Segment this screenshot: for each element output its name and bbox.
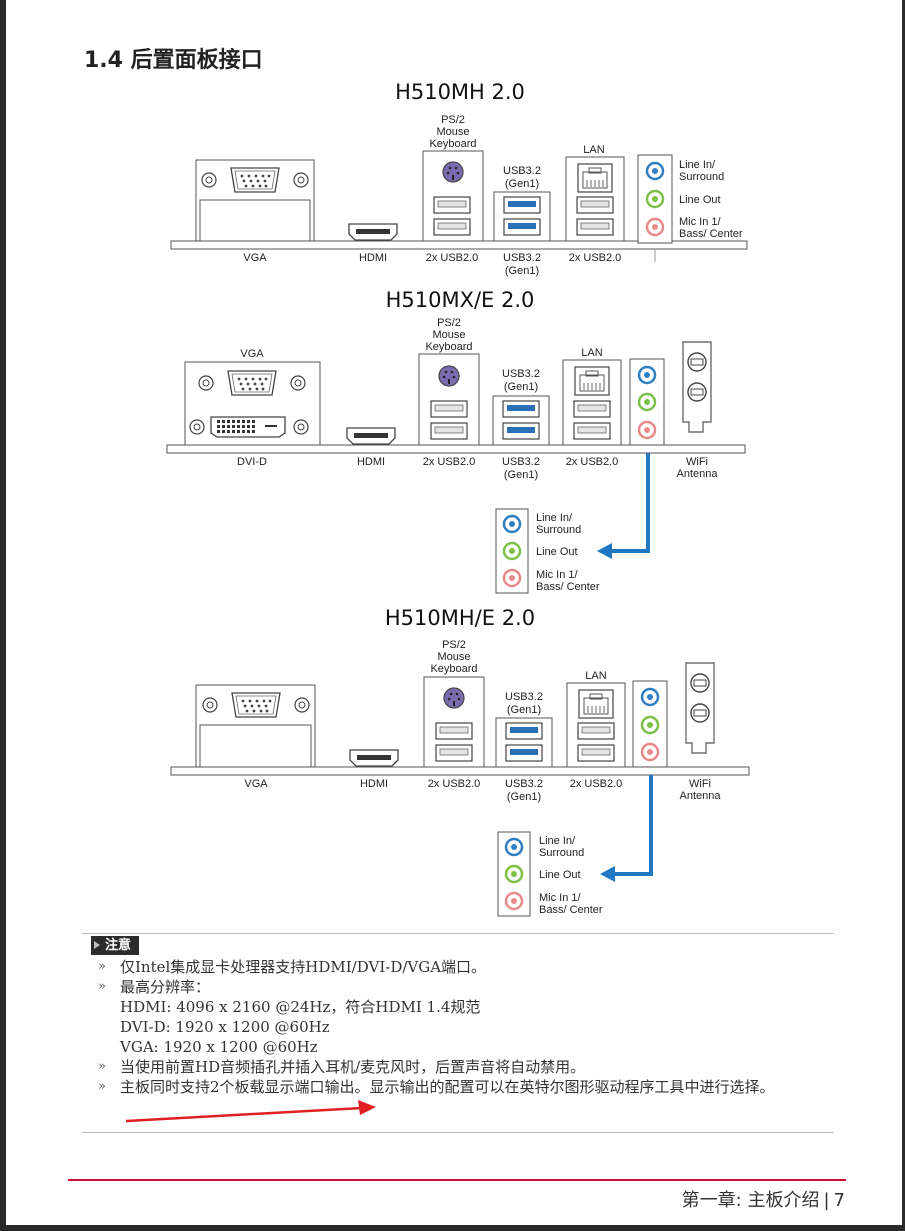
- label-antenna-2: Antenna: [677, 468, 719, 480]
- label-usb2-3a: 2x USB2.0: [428, 778, 481, 790]
- label-wifi-2: WiFi: [686, 456, 708, 468]
- board-3-panel: VGA HDMI 2x USB2.0 USB3.2 (Gen1) 2x USB2…: [170, 639, 750, 917]
- note-item-4: » 主板同时支持2个板载显示端口输出。显示输出的配置可以在英特尔图形驱动程序工具…: [98, 1077, 828, 1097]
- hdmi-port-3: [349, 749, 399, 767]
- label-mouse-3: Mouse: [437, 651, 470, 663]
- page-frame-left: [0, 0, 6, 1231]
- label-usb3-1: USB3.2: [503, 252, 541, 264]
- bullet-icon: »: [98, 979, 106, 994]
- label-antenna-3: Antenna: [680, 790, 722, 802]
- footer-page-number: 7: [833, 1190, 845, 1211]
- label-line-in-2: Line In/: [536, 512, 573, 524]
- page-frame-right: [902, 0, 905, 1231]
- label-keyboard-3: Keyboard: [430, 663, 477, 675]
- label-mic-3: Mic In 1/: [539, 892, 582, 904]
- note-list: » 仅Intel集成显卡处理器支持HDMI/DVI-D/VGA端口。 » 最高分…: [98, 957, 828, 1097]
- label-vga-1: VGA: [243, 252, 267, 264]
- footer-rule: [68, 1179, 846, 1181]
- footer-separator: |: [823, 1190, 830, 1211]
- board-1-panel: VGA HDMI 2x USB2.0 USB3.2 (Gen1) 2x USB2…: [170, 114, 748, 277]
- hdmi-port-2: [346, 427, 396, 445]
- label-ps2-2: PS/2: [437, 317, 461, 329]
- label-usb3-gen-3: (Gen1): [507, 791, 541, 803]
- label-usb2-3b: 2x USB2.0: [570, 778, 623, 790]
- note-item-1: » 仅Intel集成显卡处理器支持HDMI/DVI-D/VGA端口。: [98, 957, 828, 977]
- label-surround-3: Surround: [539, 847, 584, 859]
- board-title-3: H510MH/E 2.0: [384, 606, 536, 630]
- label-usb3-gen-top-3: (Gen1): [507, 704, 541, 716]
- note-item-text: 主板同时支持2个板载显示端口输出。显示输出的配置可以在英特尔图形驱动程序工具中进…: [120, 1078, 775, 1096]
- bullet-icon: »: [98, 1079, 106, 1094]
- note-sub-hdmi: HDMI: 4096 x 2160 @24Hz，符合HDMI 1.4规范: [120, 998, 481, 1016]
- label-usb3-gen-1: (Gen1): [505, 265, 539, 277]
- wifi-bracket-2: [682, 341, 712, 433]
- note-sub-vga: VGA: 1920 x 1200 @60Hz: [120, 1038, 318, 1056]
- label-usb3-top-1: USB3.2: [503, 165, 541, 177]
- note-box: [82, 933, 834, 1133]
- label-ps2-3: PS/2: [442, 639, 466, 651]
- label-line-in-1: Line In/: [679, 159, 716, 171]
- label-hdmi-1: HDMI: [359, 252, 387, 264]
- label-ps2-1: PS/2: [441, 114, 465, 126]
- label-lan-3: LAN: [585, 670, 606, 682]
- board-2-panel: VGA DVI-D HDMI 2x USB2.0 USB3.2 (Gen1) 2…: [166, 317, 746, 594]
- board-title-1: H510MH 2.0: [395, 80, 525, 104]
- label-hdmi-3: HDMI: [360, 778, 388, 790]
- label-mouse-2: Mouse: [432, 329, 465, 341]
- footer-chapter: 第一章: 主板介绍: [681, 1190, 820, 1211]
- label-lan-2: LAN: [581, 347, 602, 359]
- note-item-3: » 当使用前置HD音频插孔并插入耳机/麦克风时，后置声音将自动禁用。: [98, 1057, 828, 1077]
- label-usb3-top-2: USB3.2: [502, 368, 540, 380]
- label-usb2-2b: 2x USB2.0: [566, 456, 619, 468]
- label-usb2-1a: 2x USB2.0: [426, 252, 479, 264]
- label-line-in-3: Line In/: [539, 835, 576, 847]
- label-bass-1: Bass/ Center: [679, 228, 743, 240]
- label-hdmi-2: HDMI: [357, 456, 385, 468]
- label-dvi-2: DVI-D: [237, 456, 267, 468]
- bullet-icon: »: [98, 1059, 106, 1074]
- label-vga-3: VGA: [244, 778, 268, 790]
- label-vga-2: VGA: [240, 348, 264, 360]
- rear-panel-diagrams: VGA HDMI 2x USB2.0 USB3.2 (Gen1) 2x USB2…: [166, 114, 750, 917]
- label-bass-2: Bass/ Center: [536, 581, 600, 593]
- page-footer: 第一章: 主板介绍|7: [682, 1186, 845, 1212]
- label-surround-1: Surround: [679, 171, 724, 183]
- label-line-out-1: Line Out: [679, 194, 721, 206]
- label-usb2-2a: 2x USB2.0: [423, 456, 476, 468]
- label-line-out-3: Line Out: [539, 869, 581, 881]
- label-mouse-1: Mouse: [436, 126, 469, 138]
- section-title: 1.4 后置面板接口: [84, 48, 263, 73]
- label-usb3-top-3: USB3.2: [505, 691, 543, 703]
- note-item-2: » 最高分辨率： HDMI: 4096 x 2160 @24Hz，符合HDMI …: [98, 977, 828, 1057]
- note-tag: 注意: [91, 936, 140, 955]
- label-line-out-2: Line Out: [536, 546, 578, 558]
- label-usb3-2: USB3.2: [502, 456, 540, 468]
- label-bass-3: Bass/ Center: [539, 904, 603, 916]
- label-usb3-gen-top-1: (Gen1): [505, 178, 539, 190]
- label-surround-2: Surround: [536, 524, 581, 536]
- label-usb3-3: USB3.2: [505, 778, 543, 790]
- board-title-2: H510MX/E 2.0: [385, 288, 535, 312]
- label-lan-1: LAN: [583, 144, 604, 156]
- label-usb2-1b: 2x USB2.0: [569, 252, 622, 264]
- note-item-text: 仅Intel集成显卡处理器支持HDMI/DVI-D/VGA端口。: [120, 958, 487, 976]
- label-wifi-3: WiFi: [689, 778, 711, 790]
- label-mic-2: Mic In 1/: [536, 569, 579, 581]
- note-sub-dvi: DVI-D: 1920 x 1200 @60Hz: [120, 1018, 330, 1036]
- note-item-text: 最高分辨率：: [120, 978, 211, 996]
- label-keyboard-2: Keyboard: [425, 341, 472, 353]
- bullet-icon: »: [98, 959, 106, 974]
- page-frame-bottom: [0, 1225, 905, 1231]
- label-usb3-gen-2: (Gen1): [504, 469, 538, 481]
- label-usb3-gen-top-2: (Gen1): [504, 381, 538, 393]
- note-item-text: 当使用前置HD音频插孔并插入耳机/麦克风时，后置声音将自动禁用。: [120, 1058, 586, 1076]
- label-keyboard-1: Keyboard: [429, 138, 476, 150]
- wifi-bracket-3: [685, 662, 715, 754]
- hdmi-port-1: [348, 223, 398, 241]
- label-mic-1: Mic In 1/: [679, 216, 722, 228]
